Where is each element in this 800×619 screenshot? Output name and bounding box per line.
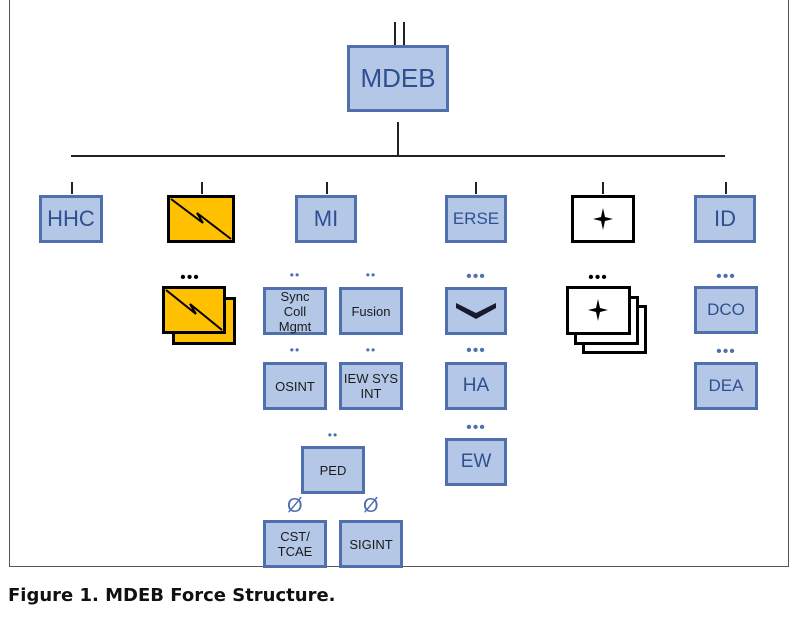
cst-label-line1: CST/ xyxy=(280,529,310,544)
iew-label-line2: INT xyxy=(360,386,382,401)
erse-tick xyxy=(475,182,477,194)
iew-sys-int-box: IEW SYS INT xyxy=(339,362,403,410)
hhc-box: HHC xyxy=(39,195,103,243)
fusion-echelon-dots: •• xyxy=(365,268,377,282)
mi-label: MI xyxy=(313,206,339,231)
signal-platoons-symbol xyxy=(162,286,236,345)
mdeb-label: MDEB xyxy=(360,63,436,93)
ped-label: PED xyxy=(319,462,347,478)
ha-label: HA xyxy=(462,375,490,396)
cst-echelon-symbol: Ø xyxy=(287,495,303,517)
ha-box: HA xyxy=(445,362,507,410)
chevron-icon xyxy=(456,303,496,319)
mi-box: MI xyxy=(295,195,357,243)
mi-tick xyxy=(326,182,328,194)
fusion-box: Fusion xyxy=(339,287,403,335)
iew-echelon-dots: •• xyxy=(365,343,377,357)
dea-echelon-dots: ••• xyxy=(716,343,736,360)
sigint-label: SIGINT xyxy=(349,536,393,552)
root-stem-line xyxy=(397,122,399,157)
erse-first-echelon-dots: ••• xyxy=(466,268,486,285)
dco-echelon-dots: ••• xyxy=(716,268,736,285)
cst-label-line2: TCAE xyxy=(277,544,313,559)
iew-label-line1: IEW SYS xyxy=(343,371,399,386)
hhc-label: HHC xyxy=(47,206,95,231)
cst-tcae-box: CST/ TCAE xyxy=(263,520,327,568)
sync-label-line1: Sync xyxy=(280,288,310,304)
signal-tick xyxy=(201,182,203,194)
dco-box: DCO xyxy=(694,286,758,334)
root-top-line-left xyxy=(394,22,396,46)
osint-echelon-dots: •• xyxy=(289,343,301,357)
osint-label: OSINT xyxy=(275,378,315,394)
id-tick xyxy=(725,182,727,194)
root-top-line-right xyxy=(403,22,405,46)
mdeb-box: MDEB xyxy=(347,45,449,112)
signal-echelon-dots: ••• xyxy=(180,269,200,286)
dea-box: DEA xyxy=(694,362,758,410)
id-label: ID xyxy=(714,206,736,231)
erse-chevron-box xyxy=(445,287,507,335)
hhc-tick xyxy=(71,182,73,194)
id-box: ID xyxy=(694,195,756,243)
erse-label: ERSE xyxy=(452,209,500,228)
space-platoons-symbol xyxy=(566,286,647,354)
ped-box: PED xyxy=(301,446,365,494)
ped-echelon-dots: •• xyxy=(327,428,339,442)
sigint-box: SIGINT xyxy=(339,520,403,568)
space-tick xyxy=(602,182,604,194)
ew-label: EW xyxy=(460,451,492,472)
sigint-echelon-symbol: Ø xyxy=(363,495,379,517)
sync-echelon-dots: •• xyxy=(289,268,301,282)
ew-echelon-dots: ••• xyxy=(466,419,486,436)
horizontal-branch-line xyxy=(71,155,725,157)
signal-unit-symbol xyxy=(167,195,235,243)
sync-label-line2: Coll Mgmt xyxy=(278,303,312,334)
space-unit-symbol xyxy=(571,195,635,243)
osint-box: OSINT xyxy=(263,362,327,410)
erse-box: ERSE xyxy=(445,195,507,243)
ew-box: EW xyxy=(445,438,507,486)
figure-caption: Figure 1. MDEB Force Structure. xyxy=(8,585,336,606)
fusion-label: Fusion xyxy=(351,303,391,319)
sync-coll-mgmt-box: Sync Coll Mgmt xyxy=(263,287,327,335)
ha-echelon-dots: ••• xyxy=(466,342,486,359)
dco-label: DCO xyxy=(707,300,745,319)
dea-label: DEA xyxy=(708,376,744,395)
space-echelon-dots: ••• xyxy=(588,269,608,286)
